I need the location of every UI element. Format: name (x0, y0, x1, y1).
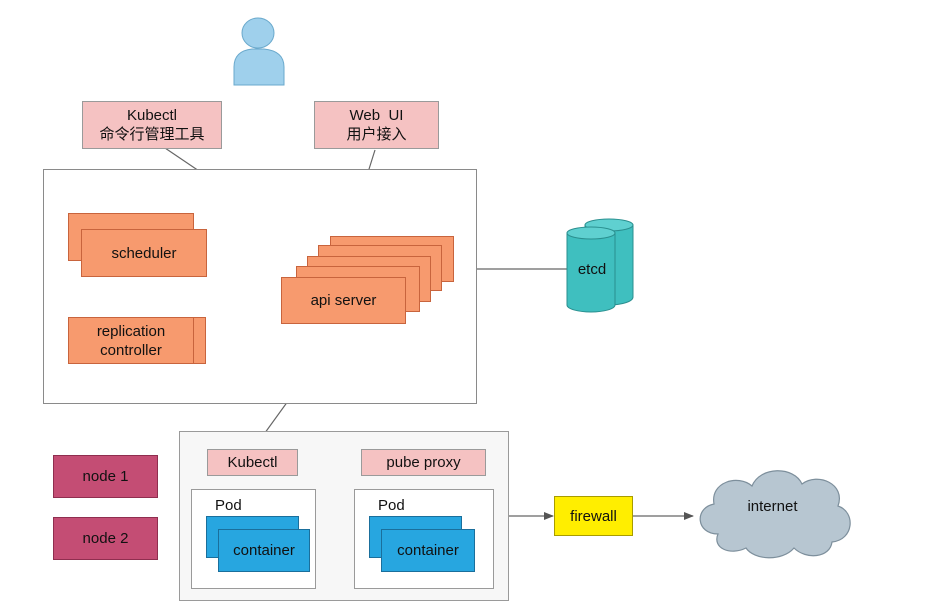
pod-1-container-label: container (233, 542, 295, 559)
replication-controller-box: replication controller (68, 317, 194, 364)
node-1-box: node 1 (53, 455, 158, 498)
node-kubectl-box: Kubectl (207, 449, 298, 476)
kubectl-tool-box: Kubectl 命令行管理工具 (82, 101, 222, 149)
pod-2-container-label: container (397, 542, 459, 559)
user-icon (233, 17, 285, 86)
pod-1-label: Pod (215, 497, 242, 514)
internet-label: internet (747, 498, 798, 515)
database-icon (566, 218, 634, 313)
scheduler-box: scheduler (81, 229, 207, 277)
api-server-label: api server (310, 292, 377, 309)
web-ui-subtitle: 用户接入 (346, 126, 407, 143)
node-kubectl-label: Kubectl (227, 454, 278, 471)
firewall-box: firewall (554, 496, 633, 536)
node-2-label: node 2 (82, 530, 129, 547)
web-ui-box: Web UI 用户接入 (314, 101, 439, 149)
etcd-label: etcd (577, 261, 607, 278)
pod-1-container-box: container (218, 529, 310, 572)
pube-proxy-box: pube proxy (361, 449, 486, 476)
replication-label-line2: controller (100, 341, 162, 359)
cloud-icon (699, 470, 851, 559)
kubectl-tool-title: Kubectl (126, 107, 178, 124)
web-ui-title: Web UI (349, 107, 404, 124)
kubectl-tool-subtitle: 命令行管理工具 (99, 126, 205, 143)
scheduler-label: scheduler (111, 244, 177, 262)
node-1-label: node 1 (82, 468, 129, 485)
firewall-label: firewall (570, 507, 617, 525)
replication-label-line1: replication (96, 322, 166, 340)
pod-2-container-box: container (381, 529, 475, 572)
pod-2-label: Pod (378, 497, 405, 514)
node-2-box: node 2 (53, 517, 158, 560)
api-server-box: api server (281, 277, 406, 324)
pube-proxy-label: pube proxy (386, 454, 461, 471)
